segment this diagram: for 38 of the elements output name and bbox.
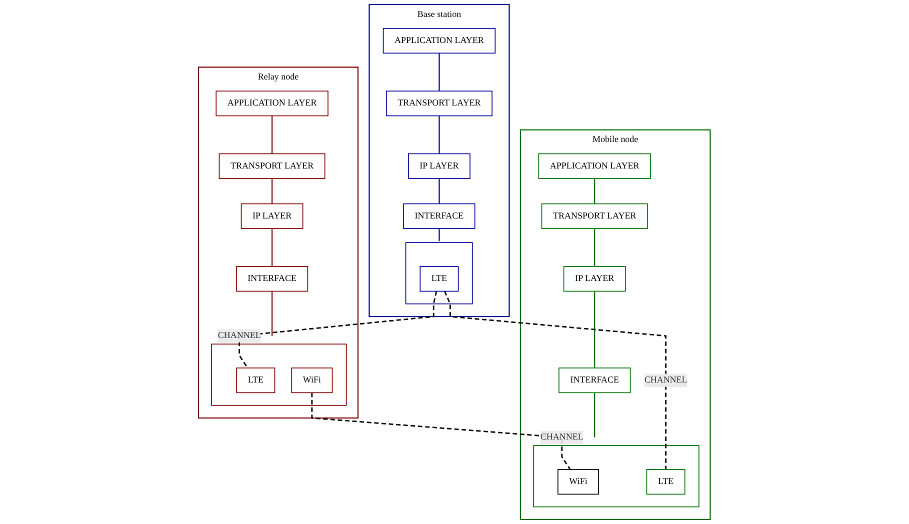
node-box: INTERFACE bbox=[558, 368, 631, 394]
connector bbox=[272, 291, 273, 336]
connector bbox=[594, 392, 596, 438]
cluster bbox=[211, 344, 347, 406]
connector bbox=[594, 291, 596, 368]
node-box: INTERFACE bbox=[403, 203, 476, 229]
node-box: WiFi bbox=[291, 368, 333, 394]
node-box: TRANSPORT LAYER bbox=[386, 90, 493, 116]
connector bbox=[272, 178, 273, 204]
node-box: LTE bbox=[646, 469, 686, 495]
connector bbox=[444, 290, 667, 470]
node-box: TRANSPORT LAYER bbox=[218, 153, 326, 179]
connector bbox=[594, 228, 596, 266]
connector bbox=[438, 116, 440, 154]
node-box: APPLICATION LAYER bbox=[538, 153, 652, 179]
node-box: INTERFACE bbox=[236, 266, 308, 292]
connector bbox=[238, 291, 438, 368]
connector bbox=[438, 178, 440, 204]
connector bbox=[594, 178, 596, 204]
cluster bbox=[406, 242, 473, 304]
node-box: WiFi bbox=[558, 469, 600, 495]
node-box: APPLICATION LAYER bbox=[216, 90, 329, 116]
edge-label: CHANNEL bbox=[644, 375, 688, 385]
node-box: APPLICATION LAYER bbox=[383, 28, 496, 54]
connector bbox=[438, 53, 440, 92]
node-box: LTE bbox=[236, 368, 276, 394]
cluster bbox=[533, 445, 700, 508]
node-box: IP LAYER bbox=[408, 153, 471, 179]
connector bbox=[272, 116, 273, 154]
node-box: IP LAYER bbox=[241, 203, 304, 229]
connector bbox=[272, 228, 273, 266]
node-box: TRANSPORT LAYER bbox=[542, 203, 648, 229]
connector bbox=[311, 392, 571, 470]
node-box: IP LAYER bbox=[564, 266, 626, 292]
edge-label: CHANNEL bbox=[218, 330, 261, 340]
node-box: LTE bbox=[420, 266, 459, 292]
connector bbox=[438, 228, 440, 242]
edge-label: CHANNEL bbox=[540, 432, 584, 442]
